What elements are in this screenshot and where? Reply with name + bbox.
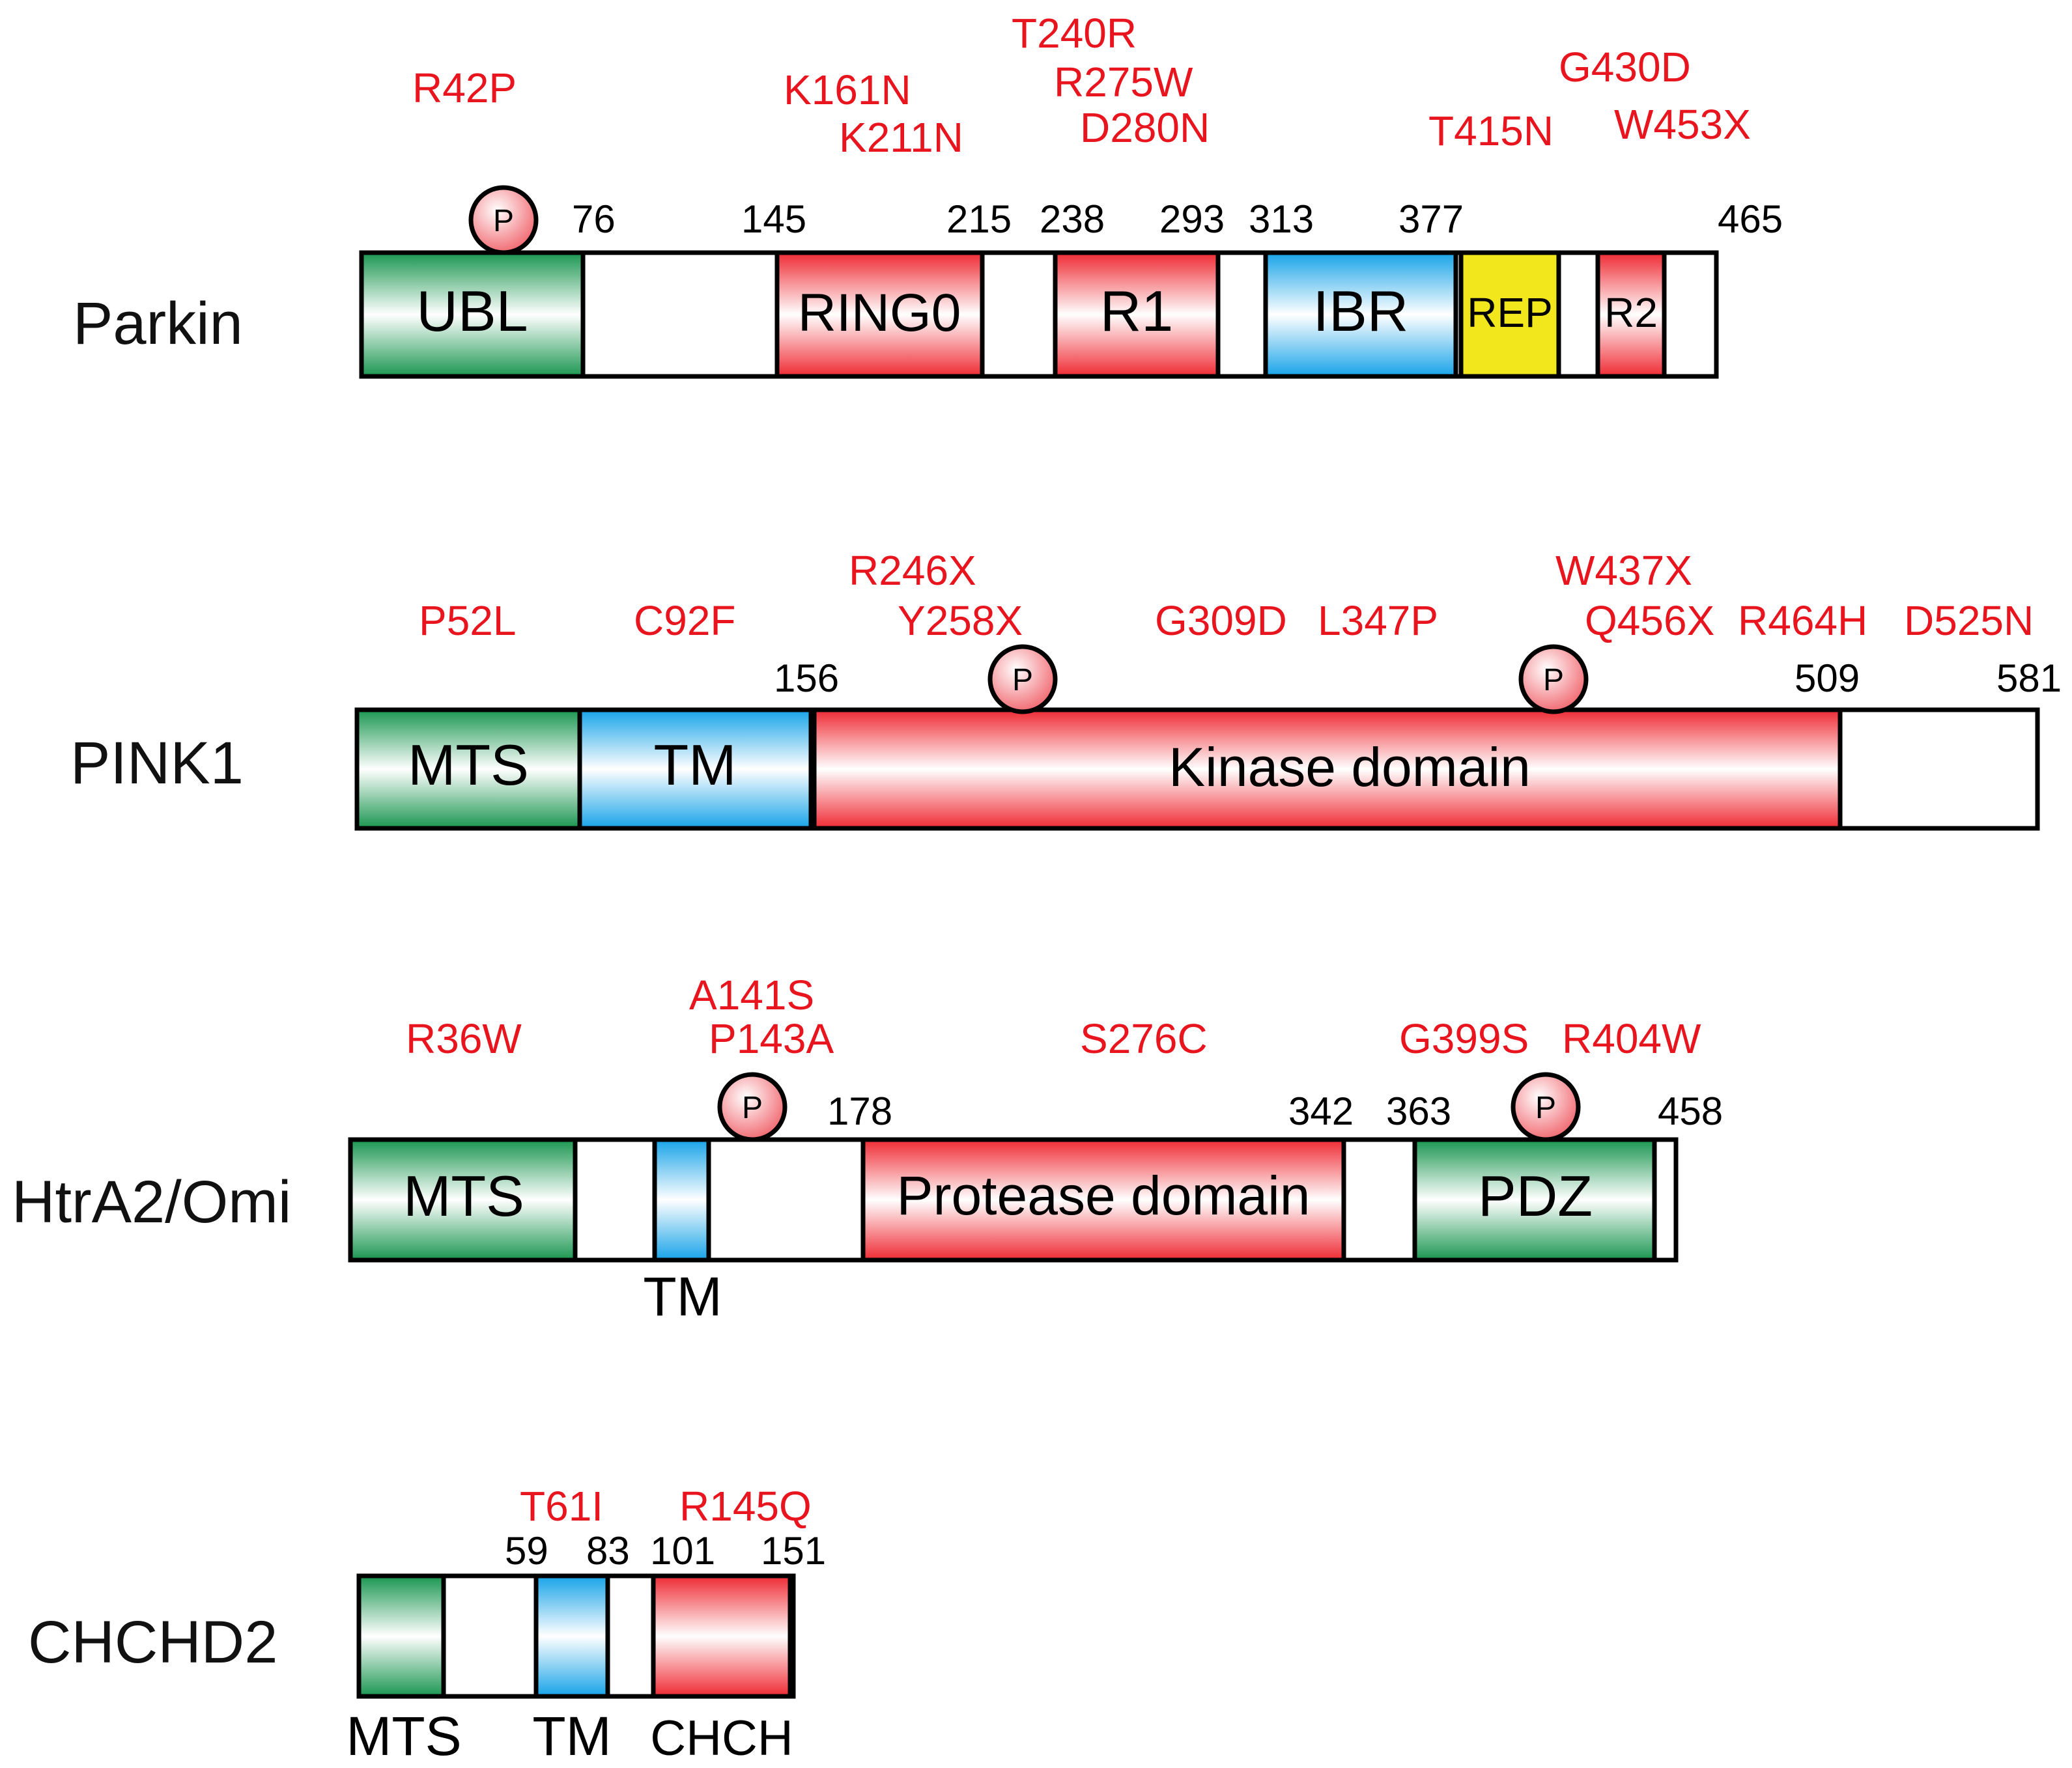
phospho-label: P (742, 1091, 763, 1125)
domain-tm: TM (532, 1573, 612, 1767)
phospho-site: P (717, 1072, 788, 1142)
mutation-label: P52L (419, 597, 516, 644)
domain-protease: Protease domain (860, 1137, 1346, 1263)
mutation-label: W437X (1555, 547, 1692, 594)
mutation-label: R404W (1562, 1015, 1701, 1062)
phospho-label: P (1012, 663, 1033, 697)
mutation-label: R145Q (679, 1483, 812, 1530)
mutation-label: S276C (1080, 1015, 1208, 1062)
domain-label: RING0 (798, 283, 961, 343)
phospho-site: P (468, 185, 539, 255)
domain-label: PDZ (1478, 1164, 1593, 1228)
residue-number: 342 (1288, 1089, 1354, 1133)
mutation-label: Y258X (898, 597, 1023, 644)
mutation-label: T415N (1428, 107, 1554, 154)
residue-number: 145 (741, 197, 806, 241)
mutation-label: C92F (634, 597, 736, 644)
domain-label: Kinase domain (1169, 737, 1531, 798)
protein-name: PINK1 (70, 730, 244, 796)
domain-label: TM (643, 1266, 722, 1327)
mutation-label: W453X (1614, 101, 1751, 148)
domain-r2: R2 (1595, 250, 1667, 379)
mutation-label: L347P (1318, 597, 1438, 644)
mutation-label: T240R (1012, 10, 1137, 57)
domain-label: IBR (1313, 279, 1409, 343)
domain-ring0: RING0 (774, 250, 985, 379)
residue-number: 458 (1658, 1089, 1723, 1133)
domain-kinase: Kinase domain (812, 707, 1843, 831)
phospho-site: P (1518, 644, 1589, 714)
residue-number: 581 (1996, 656, 2062, 700)
residue-number: 83 (586, 1529, 630, 1573)
domain-mts: MTS (346, 1573, 462, 1767)
mutation-label: G430D (1559, 44, 1691, 91)
domain-tm: TM (577, 707, 814, 831)
protein-pink1: PINK1 MTS TM Kinase domain P P 156 509 5… (70, 547, 2062, 831)
mutation-label: A141S (689, 972, 814, 1018)
mutation-label: R42P (412, 64, 517, 111)
domain-ibr: IBR (1263, 250, 1458, 379)
domain-tm: TM (643, 1137, 722, 1327)
residue-number: 293 (1159, 197, 1225, 241)
domain-chch: CHCH (650, 1573, 793, 1766)
mutation-label: K211N (839, 114, 963, 161)
domain-label: MTS (346, 1705, 461, 1767)
mutation-label: Q456X (1585, 597, 1714, 644)
domain-label: REP (1467, 289, 1553, 336)
protein-htra2-omi: HtrA2/Omi MTS TM Protease domain PDZ P P… (12, 972, 1723, 1327)
phospho-label: P (1543, 663, 1564, 697)
domain-label: UBL (416, 279, 528, 343)
protein-name: HtrA2/Omi (12, 1169, 291, 1235)
mutation-label: P143A (709, 1015, 834, 1062)
domain-label: R2 (1604, 289, 1658, 336)
residue-number: 215 (946, 197, 1012, 241)
residue-number: 101 (650, 1529, 715, 1573)
residue-number: 465 (1718, 197, 1783, 241)
domain-label: TM (532, 1705, 611, 1767)
mutation-label: R275W (1054, 59, 1193, 105)
residue-number: 363 (1386, 1089, 1451, 1133)
residue-number: 313 (1249, 197, 1314, 241)
residue-number: 76 (572, 197, 616, 241)
residue-number: 151 (761, 1529, 826, 1573)
protein-name: Parkin (73, 290, 243, 357)
phospho-site: P (1511, 1072, 1581, 1142)
residue-number: 178 (827, 1089, 892, 1133)
residue-number: 59 (505, 1529, 548, 1573)
domain-label: MTS (408, 733, 529, 797)
domain-mts: MTS (354, 707, 582, 831)
mutation-label: G399S (1399, 1015, 1529, 1062)
mutation-label: D525N (1904, 597, 2034, 644)
mutation-label: R464H (1738, 597, 1867, 644)
domain-label: Protease domain (896, 1165, 1310, 1226)
phospho-label: P (1535, 1091, 1556, 1125)
mutation-label: G309D (1155, 597, 1287, 644)
mutation-label: R36W (406, 1015, 522, 1062)
domain-label: CHCH (650, 1711, 793, 1766)
protein-parkin: Parkin UBL RING0 R1 IBR REP R2 P (73, 10, 1783, 379)
mutation-label: R246X (849, 547, 976, 594)
residue-number: 156 (774, 656, 839, 700)
residue-number: 238 (1040, 197, 1105, 241)
protein-chchd2: CHCHD2 MTS TM CHCH 59 83 101 151 T61I R1… (28, 1483, 826, 1767)
protein-name: CHCHD2 (28, 1609, 277, 1676)
domain-ubl: UBL (359, 250, 586, 379)
residue-number: 377 (1398, 197, 1464, 241)
mutation-label: D280N (1080, 104, 1210, 151)
domain-r1: R1 (1053, 250, 1221, 379)
domain-label: MTS (403, 1164, 524, 1228)
phospho-site: P (987, 644, 1058, 714)
domain-mts: MTS (348, 1137, 578, 1263)
mutation-label: K161N (784, 66, 911, 113)
domain-label: TM (653, 733, 736, 797)
domain-label: R1 (1100, 279, 1174, 343)
residue-number: 509 (1795, 656, 1860, 700)
mutation-label: T61I (520, 1483, 603, 1530)
domain-pdz: PDZ (1412, 1137, 1657, 1263)
phospho-label: P (493, 204, 514, 238)
domain-rep: REP (1458, 250, 1561, 379)
